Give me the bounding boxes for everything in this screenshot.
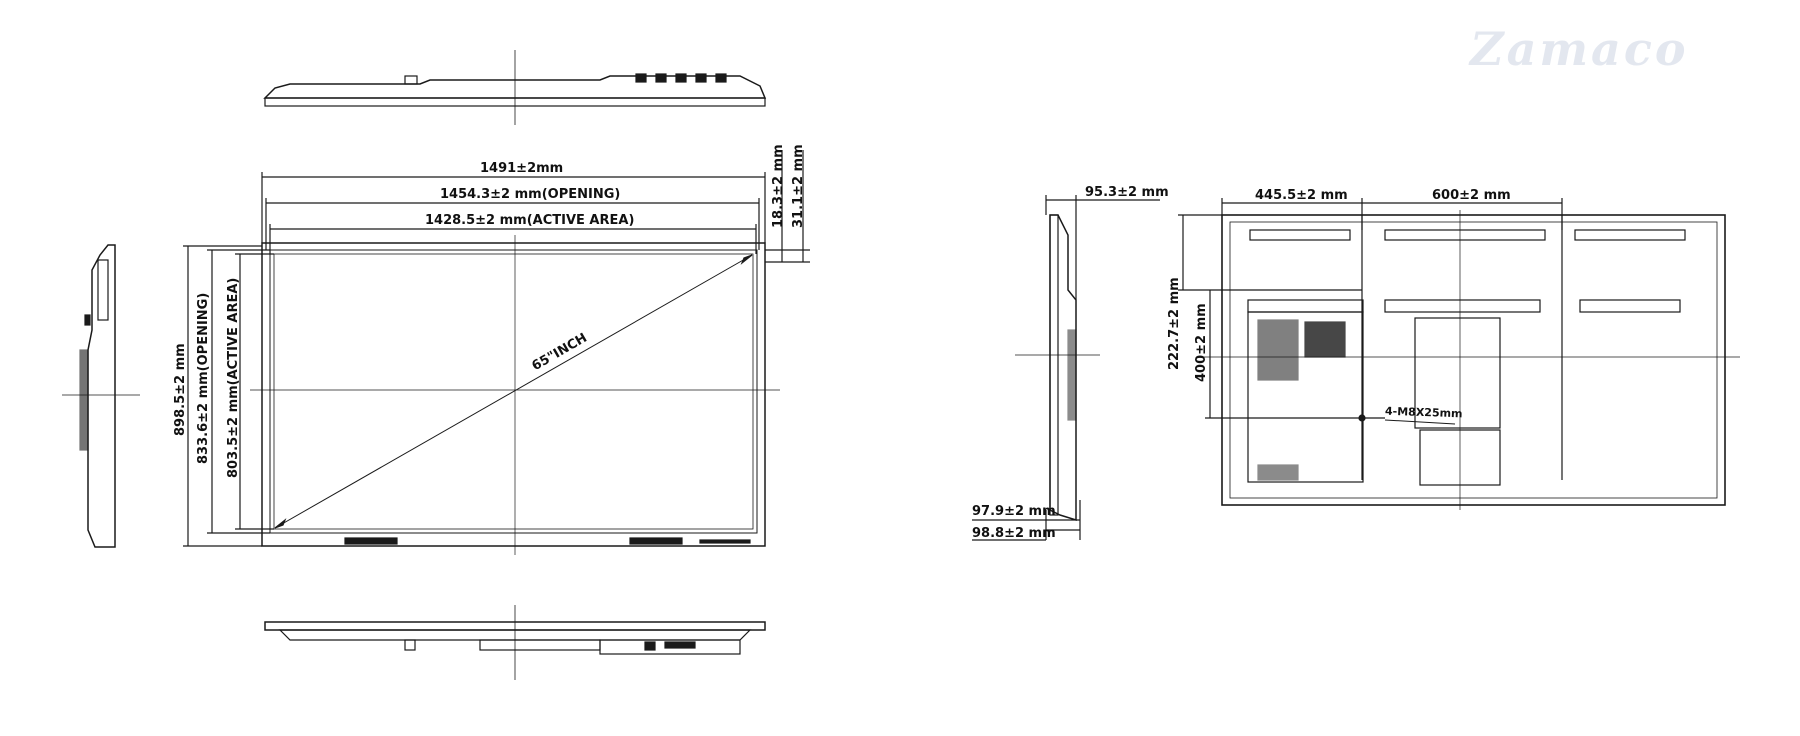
brand-logo: Zamaco [1470,22,1689,76]
vesa-width-label: 600±2 mm [1432,188,1511,203]
bezel-top-opening-label: 18.3±2 mm [771,144,786,228]
depth-bottom-1-label: 97.9±2 mm [972,504,1056,519]
width-opening-label: 1454.3±2 mm(OPENING) [440,187,621,202]
rear-view [1178,198,1740,510]
depth-mount-label: 95.3±2 mm [1085,185,1169,200]
height-overall-label: 898.5±2 mm [173,343,188,436]
bottom-edge-view [264,605,766,680]
depth-side-view [972,195,1160,541]
width-overall-label: 1491±2mm [480,161,564,176]
top-edge-view [263,50,767,125]
screw-spec-label: 4-M8X25mm [1384,404,1463,421]
rear-offset-top-label: 222.7±2 mm [1167,277,1182,370]
height-active-label: 803.5±2 mm(ACTIVE AREA) [226,277,241,478]
height-opening-label: 833.6±2 mm(OPENING) [196,292,211,464]
depth-bottom-2-label: 98.8±2 mm [972,526,1056,541]
vesa-height-label: 400±2 mm [1194,303,1209,382]
front-view [183,150,810,555]
width-active-label: 1428.5±2 mm(ACTIVE AREA) [425,213,635,228]
rear-offset-left-label: 445.5±2 mm [1255,188,1348,203]
bezel-top-active-label: 31.1±2 mm [791,144,806,228]
left-side-view [62,244,140,548]
